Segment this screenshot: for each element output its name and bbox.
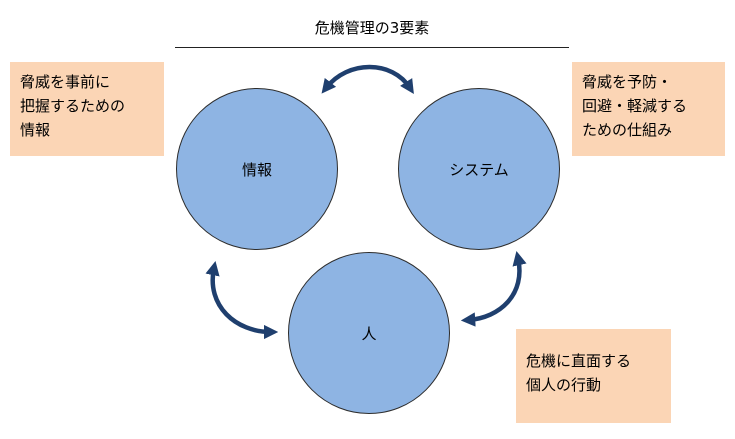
circle-people-label: 人 [361,324,377,343]
circle-system-label: システム [449,160,509,179]
circle-people: 人 [288,252,450,414]
circle-info: 情報 [176,88,338,250]
diagram-title: 危機管理の3要素 [314,19,430,37]
note-people-description: 危機に直面する 個人の行動 [516,329,671,423]
note-system-description: 脅威を予防・ 回避・軽減する ための仕組み [572,62,725,156]
double-arrow-info-system [321,64,414,95]
double-arrow-system-people [460,250,527,327]
circle-info-label: 情報 [241,160,272,179]
note-info-description: 脅威を事前に 把握するための 情報 [10,62,164,156]
double-arrow-info-people [205,260,279,340]
circle-system: システム [398,88,560,250]
title-underline [175,47,569,48]
